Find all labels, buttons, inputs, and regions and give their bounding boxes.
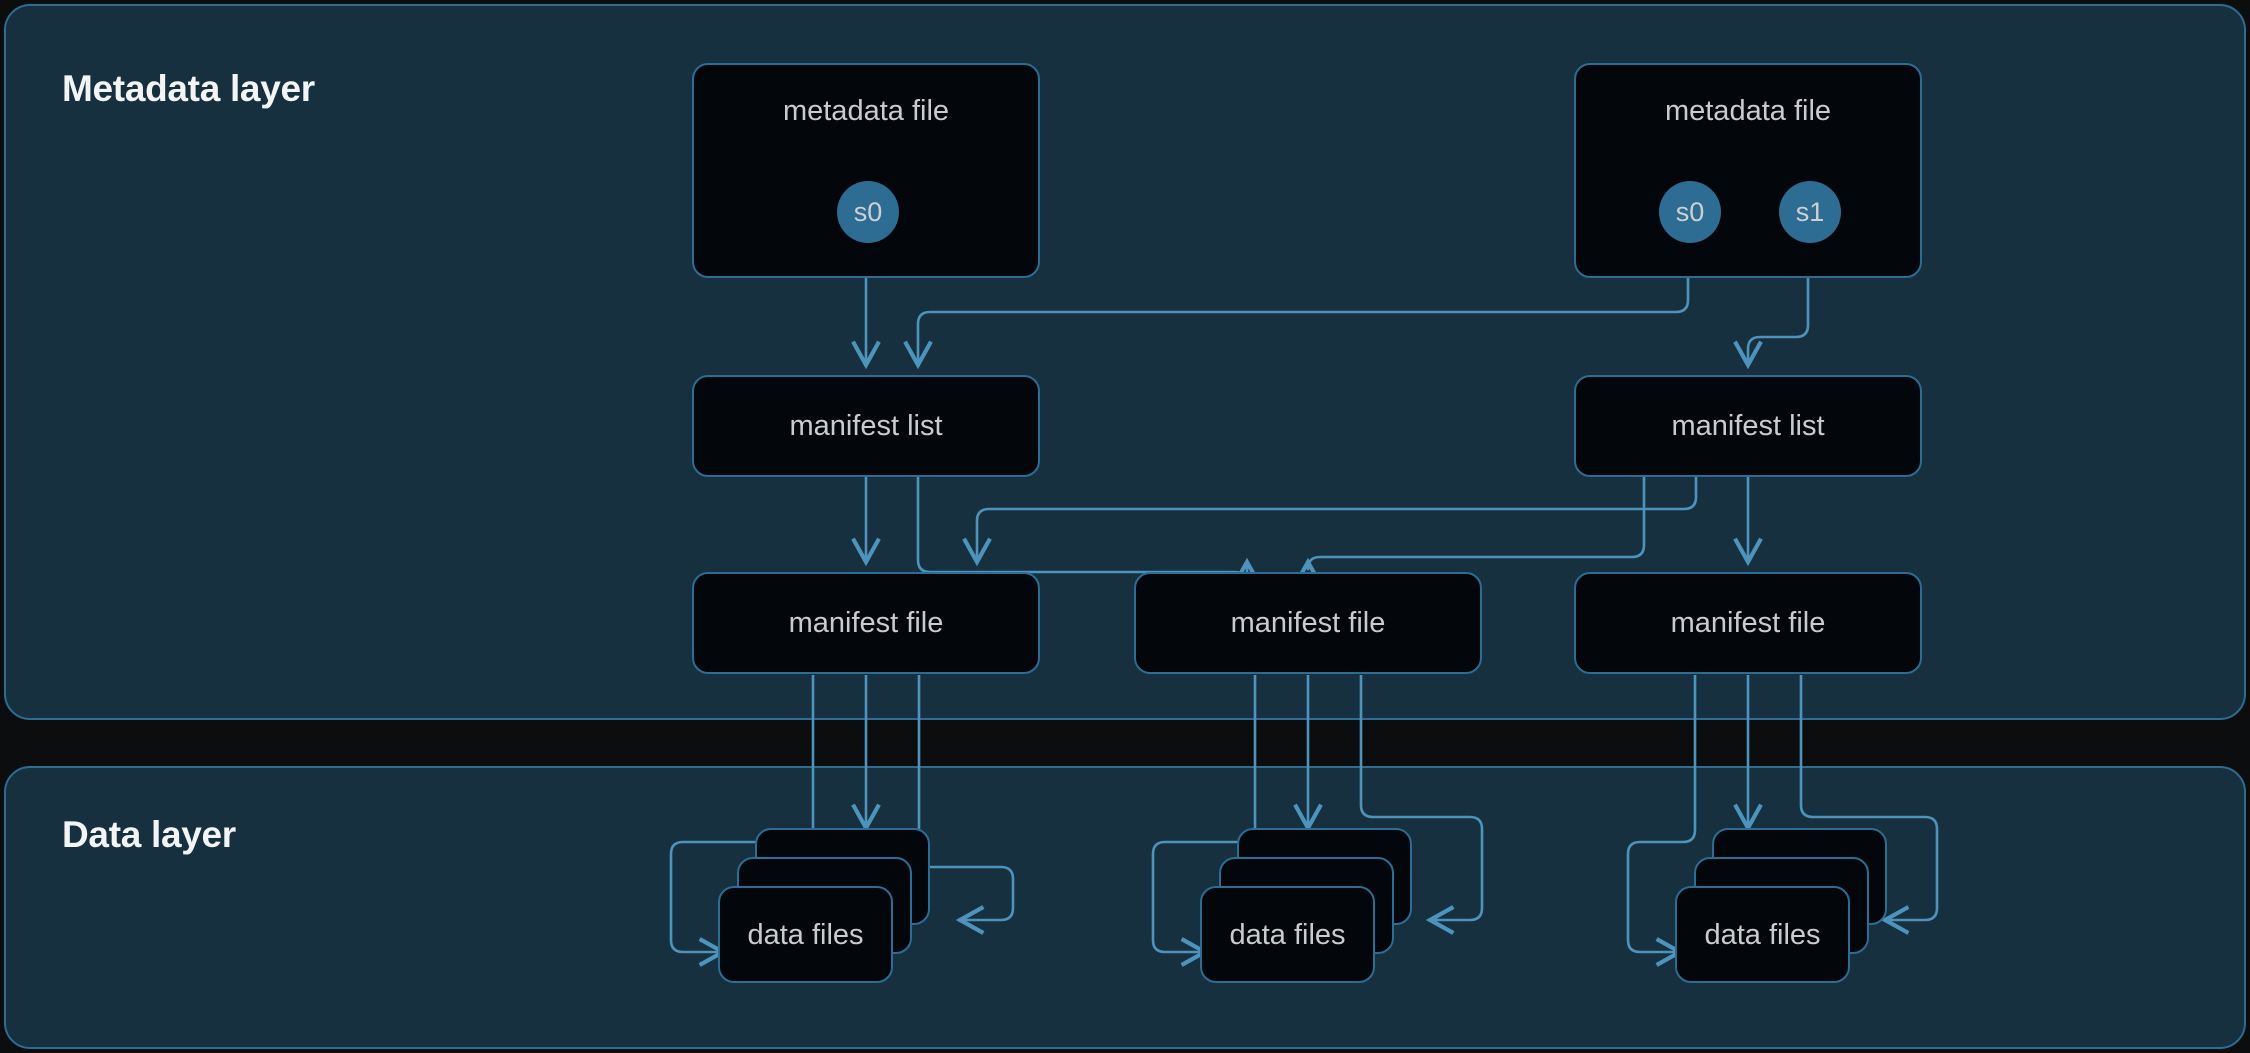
data-files-stack[interactable]: data files — [1200, 828, 1412, 983]
manifest-file-node[interactable]: manifest file — [1134, 572, 1482, 674]
snapshot-s0[interactable]: s0 — [1659, 181, 1721, 243]
data-files-label: data files — [1704, 919, 1821, 951]
data-layer-panel: Data layer — [4, 766, 2246, 1049]
snapshot-s0[interactable]: s0 — [837, 181, 899, 243]
metadata-file-label: metadata file — [1664, 95, 1832, 127]
manifest-file-node[interactable]: manifest file — [1574, 572, 1922, 674]
data-files-stack[interactable]: data files — [718, 828, 930, 983]
metadata-file-label: metadata file — [782, 95, 950, 127]
manifest-list-label: manifest list — [789, 410, 943, 442]
data-files-label: data files — [747, 919, 864, 951]
manifest-file-node[interactable]: manifest file — [692, 572, 1040, 674]
manifest-list-node[interactable]: manifest list — [692, 375, 1040, 477]
manifest-list-label: manifest list — [1671, 410, 1825, 442]
data-files-label: data files — [1229, 919, 1346, 951]
metadata-layer-title: Metadata layer — [62, 68, 315, 109]
manifest-file-label: manifest file — [1230, 607, 1386, 639]
manifest-file-label: manifest file — [788, 607, 944, 639]
data-file-card-front[interactable]: data files — [1200, 886, 1375, 983]
manifest-list-node[interactable]: manifest list — [1574, 375, 1922, 477]
metadata-file-node[interactable]: metadata file s0 s1 — [1574, 63, 1922, 278]
snapshot-s1[interactable]: s1 — [1779, 181, 1841, 243]
data-layer-title: Data layer — [62, 814, 236, 855]
data-file-card-front[interactable]: data files — [1675, 886, 1850, 983]
manifest-file-label: manifest file — [1670, 607, 1826, 639]
data-file-card-front[interactable]: data files — [718, 886, 893, 983]
metadata-file-node[interactable]: metadata file s0 — [692, 63, 1040, 278]
data-files-stack[interactable]: data files — [1675, 828, 1887, 983]
